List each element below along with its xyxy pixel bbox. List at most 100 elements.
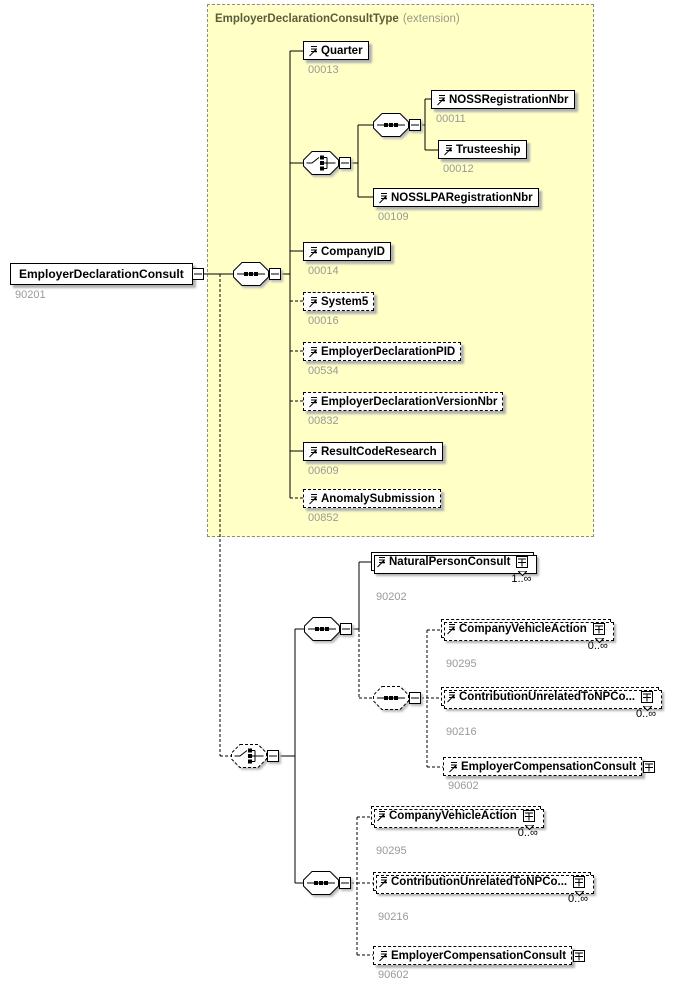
occurrence-label: 1..∞ [511, 573, 532, 585]
element-id: 90202 [376, 591, 407, 603]
element-label: EmployerDeclarationPID [321, 345, 456, 358]
element-id: 90201 [15, 289, 46, 301]
element-nosslpa-registration-nbr[interactable]: NOSSLPARegistrationNbr 00109 [373, 188, 539, 223]
element-label: EmployerCompensationConsult [461, 760, 637, 773]
element-contribution-unrelated-to-np-consult[interactable]: ContributionUnrelatedToNPCo... 0..∞ 9021… [373, 872, 595, 923]
element-icon [307, 395, 319, 409]
element-id: 00011 [436, 113, 466, 125]
element-label: CompanyID [321, 245, 385, 258]
element-label: Trusteeship [456, 143, 521, 156]
expand-plus-icon[interactable] [573, 949, 586, 962]
collapse-minus-icon[interactable] [269, 268, 281, 280]
element-id: 90216 [378, 911, 409, 923]
element-icon [307, 445, 319, 459]
multi-occurrence-notch-icon [641, 703, 654, 712]
expand-plus-icon[interactable] [516, 555, 529, 568]
collapse-minus-icon[interactable] [339, 877, 351, 889]
element-icon [435, 93, 447, 107]
collapse-minus-icon[interactable] [409, 119, 421, 131]
collapse-minus-icon[interactable] [267, 750, 279, 762]
element-icon [307, 345, 319, 359]
element-label: System5 [321, 295, 369, 308]
element-id: 90216 [446, 726, 477, 738]
element-label: EmployerDeclarationConsult [19, 267, 184, 281]
occurrence-label: 0..∞ [587, 640, 608, 652]
element-icon [377, 875, 389, 889]
expand-plus-icon[interactable] [592, 622, 605, 635]
element-icon [445, 690, 457, 704]
sequence-connector-icon[interactable] [233, 262, 281, 286]
element-icon [377, 949, 389, 963]
expand-plus-icon[interactable] [641, 690, 654, 703]
extension-type-title: EmployerDeclarationConsultType [215, 13, 399, 25]
element-label: CompanyVehicleAction [389, 809, 517, 822]
element-id: 90602 [378, 969, 409, 981]
element-icon [447, 760, 459, 774]
expand-plus-icon[interactable] [522, 809, 535, 822]
collapse-minus-icon[interactable] [191, 268, 204, 280]
element-icon [307, 492, 319, 506]
element-trusteeship[interactable]: Trusteeship 00012 [438, 140, 527, 175]
element-icon [445, 622, 457, 636]
element-id: 00609 [308, 465, 339, 477]
element-icon [307, 295, 319, 309]
element-company-id[interactable]: CompanyID 00014 [303, 242, 391, 277]
choice-connector-icon[interactable] [231, 744, 279, 768]
multi-occurrence-notch-icon [573, 888, 586, 897]
element-label: NOSSRegistrationNbr [449, 93, 569, 106]
element-id: 00016 [308, 315, 339, 327]
element-label: EmployerDeclarationVersionNbr [321, 395, 498, 408]
element-anomaly-submission[interactable]: AnomalySubmission 00852 [303, 489, 441, 524]
collapse-minus-icon[interactable] [340, 623, 352, 635]
element-employer-declaration-pid[interactable]: EmployerDeclarationPID 00534 [303, 342, 462, 377]
choice-connector-icon[interactable] [303, 151, 351, 175]
expand-plus-icon[interactable] [573, 875, 586, 888]
multi-occurrence-notch-icon [517, 568, 529, 577]
element-employer-declaration-consult[interactable]: EmployerDeclarationConsult 90201 [10, 263, 204, 301]
element-label: CompanyVehicleAction [459, 622, 587, 635]
element-system5[interactable]: System5 00016 [303, 292, 375, 327]
element-icon [307, 245, 319, 259]
element-noss-registration-nbr[interactable]: NOSSRegistrationNbr 00011 [431, 90, 575, 125]
collapse-minus-icon[interactable] [409, 692, 421, 704]
element-quarter[interactable]: Quarter 00013 [303, 41, 369, 76]
element-contribution-unrelated-to-np-consult[interactable]: ContributionUnrelatedToNPCo... 0..∞ 9021… [441, 687, 663, 738]
element-icon [375, 555, 387, 569]
element-id: 00534 [308, 365, 339, 377]
sequence-connector-icon[interactable] [304, 617, 352, 641]
multi-occurrence-notch-icon [593, 635, 606, 644]
element-company-vehicle-action[interactable]: CompanyVehicleAction 0..∞ 90295 [371, 806, 544, 857]
element-id: 00832 [308, 415, 339, 427]
occurrence-label: 0..∞ [636, 708, 657, 720]
sequence-connector-icon[interactable] [303, 871, 351, 895]
extension-type-header: EmployerDeclarationConsultType(extension… [215, 13, 460, 25]
element-icon [377, 191, 389, 205]
element-id: 00012 [443, 163, 474, 175]
expand-plus-icon[interactable] [643, 760, 656, 773]
element-id: 00014 [308, 265, 339, 277]
occurrence-label: 0..∞ [517, 827, 538, 839]
element-company-vehicle-action[interactable]: CompanyVehicleAction 0..∞ 90295 [441, 619, 614, 670]
collapse-minus-icon[interactable] [339, 157, 351, 169]
multi-occurrence-notch-icon [523, 822, 536, 831]
element-natural-person-consult[interactable]: NaturalPersonConsult 1..∞ 90202 [371, 552, 538, 603]
element-employer-compensation-consult[interactable]: EmployerCompensationConsult 90602 [443, 757, 656, 792]
element-label: ResultCodeResearch [321, 445, 437, 458]
element-id: 00013 [308, 64, 339, 76]
extension-type-suffix: (extension) [402, 13, 460, 25]
element-employer-compensation-consult[interactable]: EmployerCompensationConsult 90602 [373, 946, 586, 981]
element-employer-declaration-version-nbr[interactable]: EmployerDeclarationVersionNbr 00832 [303, 392, 504, 427]
sequence-connector-icon[interactable] [373, 113, 421, 137]
element-label: ContributionUnrelatedToNPCo... [391, 875, 568, 888]
element-label: Quarter [321, 44, 363, 57]
element-label: ContributionUnrelatedToNPCo... [459, 690, 636, 703]
element-id: 00852 [308, 512, 339, 524]
element-id: 90295 [376, 845, 407, 857]
element-id: 90295 [446, 658, 477, 670]
element-label: AnomalySubmission [321, 492, 435, 505]
occurrence-label: 0..∞ [568, 893, 589, 905]
element-result-code-research[interactable]: ResultCodeResearch 00609 [303, 442, 443, 477]
sequence-connector-icon[interactable] [373, 686, 421, 710]
